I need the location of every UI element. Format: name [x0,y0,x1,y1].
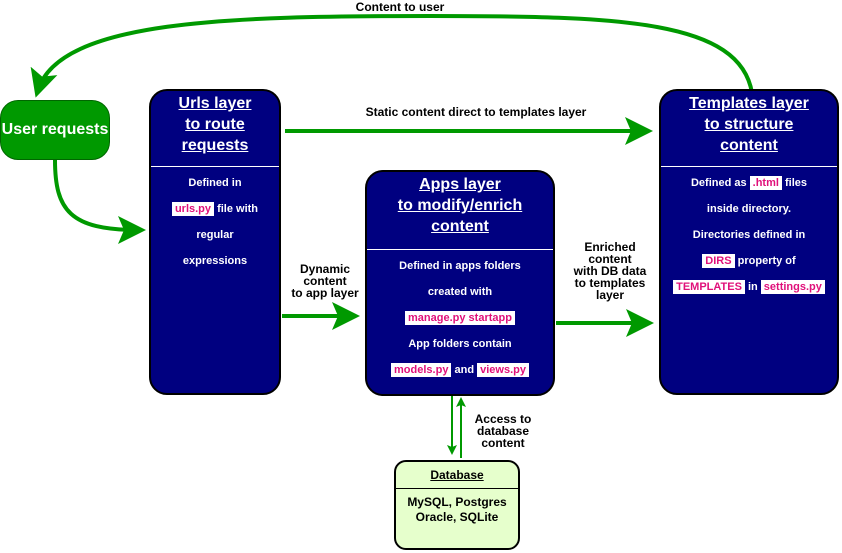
models-py-code: models.py [391,363,452,377]
label-dynamic-line2: content [303,274,347,288]
user-requests-label: User requests [1,121,109,138]
templates-divider [661,166,837,167]
templates-line4: DIRS property of [661,248,837,274]
apps-line2: created with [427,286,493,298]
settings-py-code: settings.py [760,280,825,294]
templates-layer-box: Templates layer to structure content Def… [659,89,839,395]
apps-title-line1: Apps layer [419,176,501,193]
templates-line5: TEMPLATES in settings.py [661,274,837,300]
label-dynamic-content: Dynamic content to app layer [280,263,370,299]
apps-line5: models.py and views.py [367,357,553,383]
urls-line1: Defined in [188,177,242,189]
apps-title-line2: to modify/enrich [397,197,523,214]
templates-line1: Defined as .html files [661,170,837,196]
urls-layer-box: Urls layer to route requests Defined in … [149,89,281,395]
templates-title-line3: content [720,137,778,154]
label-dynamic-line3: to app layer [291,286,359,300]
database-line1: MySQL, Postgres [407,495,507,509]
dirs-code: DIRS [702,254,735,268]
label-enriched-line5: layer [595,288,625,302]
urls-layer-title: Urls layer to route requests [151,91,279,156]
apps-layer-body: Defined in apps folders created with man… [367,253,553,383]
user-requests-node: User requests [0,100,110,160]
apps-line3: manage.py startapp [367,305,553,331]
label-access-line1: Access to [474,412,532,426]
database-line2: Oracle, SQLite [415,510,499,524]
database-node: Database MySQL, Postgres Oracle, SQLite [394,460,520,550]
urls-title-line3: requests [181,137,249,154]
urls-title-line1: Urls layer [178,95,252,112]
label-access-line3: content [481,436,525,450]
label-enriched-line4: to templates [574,276,646,290]
urls-layer-body: Defined in urls.py file with regular exp… [151,170,279,274]
label-enriched-content: Enriched content with DB data to templat… [560,241,660,301]
apps-and-text: and [451,364,478,376]
templates-line1-prefix: Defined as [690,177,750,189]
urls-title-line2: to route [185,116,245,133]
templates-line1-suffix: files [781,177,808,189]
startapp-code: manage.py startapp [405,311,515,325]
templates-in-text: in [744,281,761,293]
templates-line2: inside directory. [706,203,792,215]
urls-line2: urls.py file with [151,196,279,222]
html-code: .html [749,176,782,190]
database-title: Database [430,468,484,482]
urls-divider [151,166,279,167]
label-enriched-line3: with DB data [573,264,647,278]
urls-line4: expressions [182,255,248,267]
templates-layer-body: Defined as .html files inside directory.… [661,170,837,300]
arrow-content-to-user [30,13,754,98]
apps-layer-title: Apps layer to modify/enrich content [367,172,553,237]
templates-layer-title: Templates layer to structure content [661,91,837,156]
label-static-content: Static content direct to templates layer [365,105,587,119]
templates-title-line1: Templates layer [689,95,809,112]
templates-line4-suffix: property of [734,255,796,267]
database-divider [396,488,518,489]
label-dynamic-line1: Dynamic [299,262,351,276]
label-enriched-line2: content [588,252,632,266]
apps-title-line3: content [431,218,489,235]
templates-line3: Directories defined in [692,229,806,241]
urls-line3: regular [196,229,234,241]
apps-line4: App folders contain [408,338,512,350]
label-content-to-user: Content to user [355,0,445,14]
apps-divider [367,249,553,250]
templates-title-line2: to structure [704,116,794,133]
urls-line2-suffix: file with [214,203,259,215]
label-access-db: Access to database content [466,413,540,449]
urls-py-code: urls.py [171,202,215,216]
apps-line1: Defined in apps folders [399,260,521,272]
label-enriched-line1: Enriched [584,240,636,254]
templates-setting-code: TEMPLATES [673,280,745,294]
label-access-line2: database [476,424,530,438]
views-py-code: views.py [477,363,529,377]
database-body: MySQL, Postgres Oracle, SQLite [396,495,518,525]
apps-layer-box: Apps layer to modify/enrich content Defi… [365,170,555,396]
arrow-user-to-urls [53,159,146,244]
